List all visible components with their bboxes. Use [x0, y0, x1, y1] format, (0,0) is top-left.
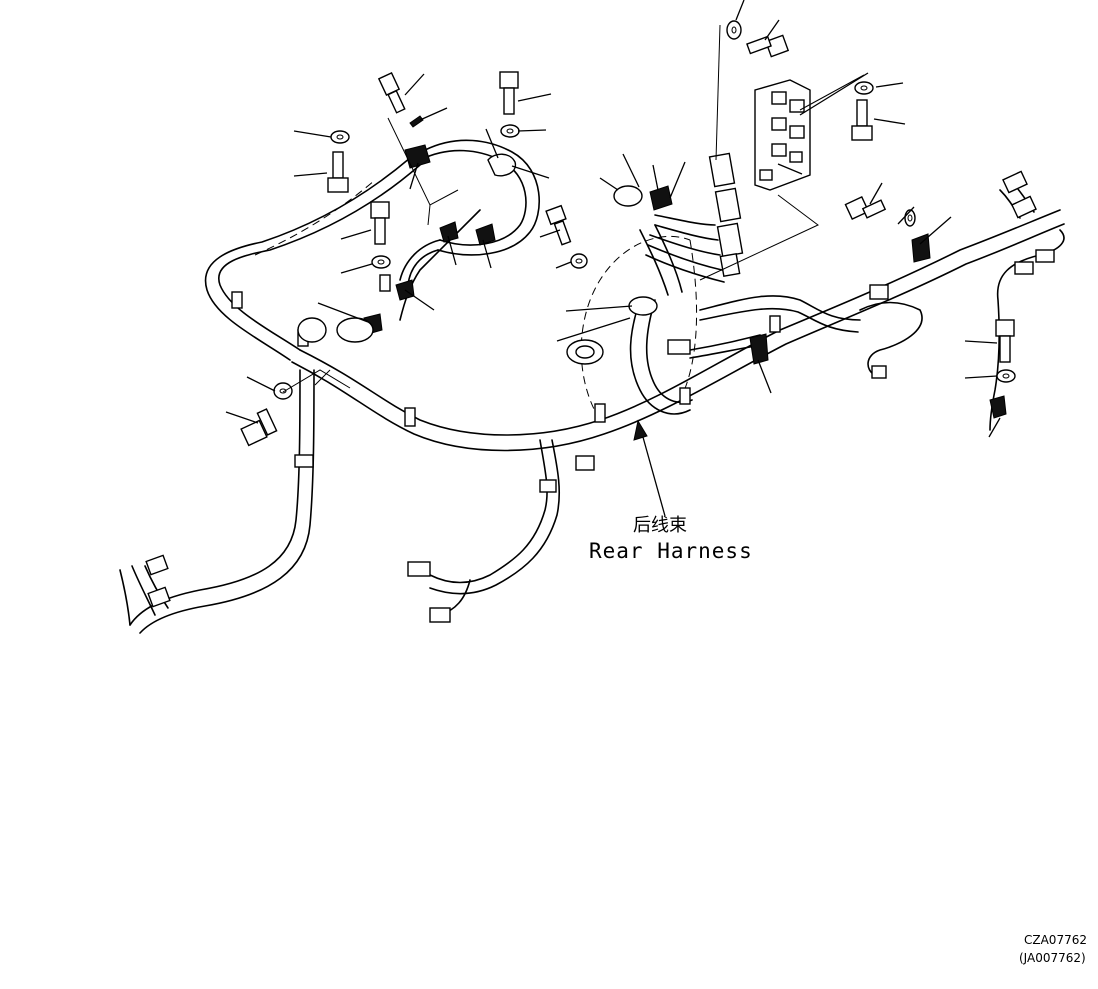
connector-block-wires [645, 152, 744, 283]
rear-harness-callout: 后线束 Rear Harness [589, 419, 753, 563]
bolt-upper-center [499, 71, 519, 115]
right-branch-harness [989, 170, 1065, 431]
center-dashed-loop [580, 224, 698, 421]
leader-lines [225, 0, 1001, 438]
bolt-left-a [327, 151, 349, 193]
bolts [240, 34, 1015, 447]
center-branch-harness [407, 439, 595, 623]
bolt-far-right [995, 319, 1015, 363]
harness-clips [363, 144, 1007, 419]
bolt-upper-left-a [377, 71, 406, 114]
relay-bracket [754, 79, 811, 191]
bolt-right-b [844, 196, 887, 220]
rear-harness-label-en: Rear Harness [589, 539, 753, 563]
bolt-top-right [746, 34, 790, 58]
mid-right-branch [667, 284, 923, 379]
bolt-right-a [851, 99, 873, 141]
drawing-id: CZA07762 (JA007762) [1019, 933, 1087, 965]
bolt-left-b [370, 201, 390, 245]
grommets [297, 185, 658, 365]
drawing-id-primary: CZA07762 [1024, 933, 1087, 947]
drawing-id-secondary: (JA007762) [1019, 951, 1086, 965]
rear-harness-label-cn: 后线束 [633, 515, 687, 536]
reference-lines [282, 24, 865, 393]
bolt-center-small [545, 204, 572, 246]
bolt-lower-left [240, 408, 278, 447]
left-branch-harness [119, 369, 315, 634]
washers [273, 20, 1016, 400]
upper-left-loop-harness [204, 139, 540, 361]
